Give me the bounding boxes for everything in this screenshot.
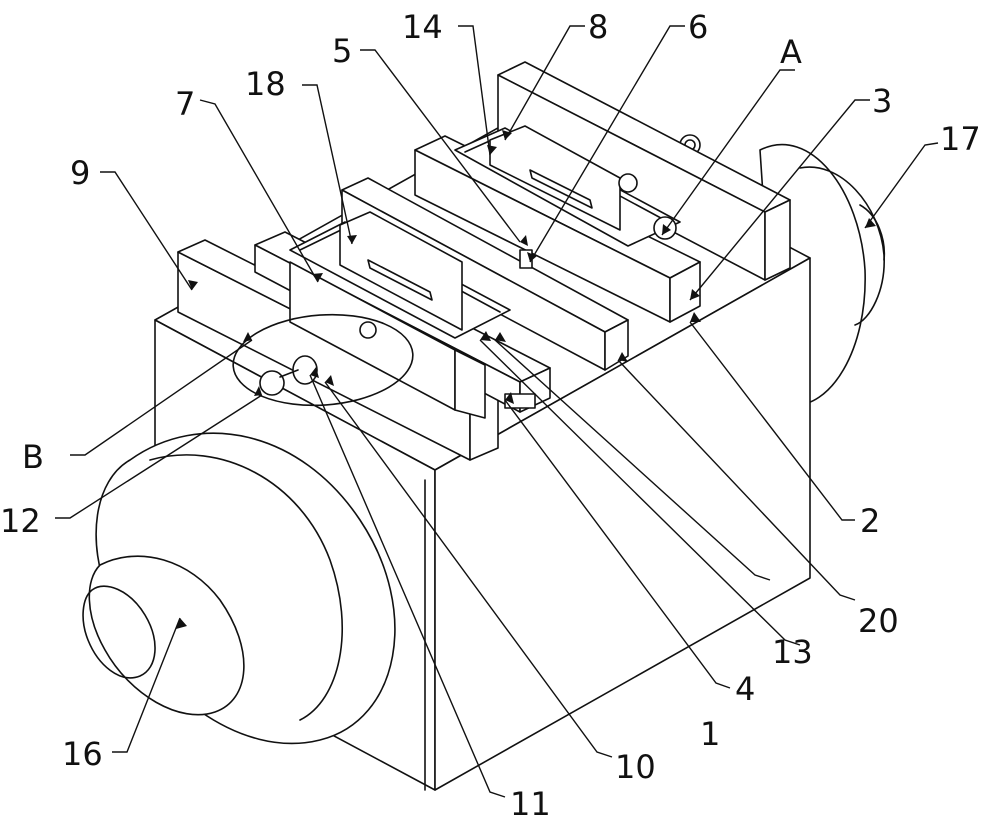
label-12: 12 — [0, 502, 41, 540]
upper-slider — [414, 125, 701, 323]
label-11: 11 — [510, 785, 551, 823]
label-16: 16 — [62, 735, 103, 773]
label-13: 13 — [772, 633, 813, 671]
label-a: A — [780, 33, 802, 71]
label-17: 17 — [940, 120, 981, 158]
reference-labels: 2 3 20 13 4 1 10 11 16 12 B 9 7 18 5 14 … — [0, 8, 981, 823]
label-7: 7 — [175, 85, 195, 123]
label-1: 1 — [700, 715, 720, 753]
label-6: 6 — [688, 8, 708, 46]
label-18: 18 — [245, 65, 286, 103]
label-8: 8 — [588, 8, 608, 46]
label-3: 3 — [872, 82, 892, 120]
front-drum-16 — [82, 432, 396, 745]
label-14: 14 — [402, 8, 443, 46]
label-5: 5 — [332, 32, 352, 70]
label-9: 9 — [70, 154, 90, 192]
leader-lines — [55, 25, 939, 798]
label-20: 20 — [858, 602, 899, 640]
label-10: 10 — [615, 748, 656, 786]
label-2: 2 — [860, 502, 880, 540]
label-4: 4 — [735, 670, 755, 708]
label-b: B — [22, 438, 44, 476]
